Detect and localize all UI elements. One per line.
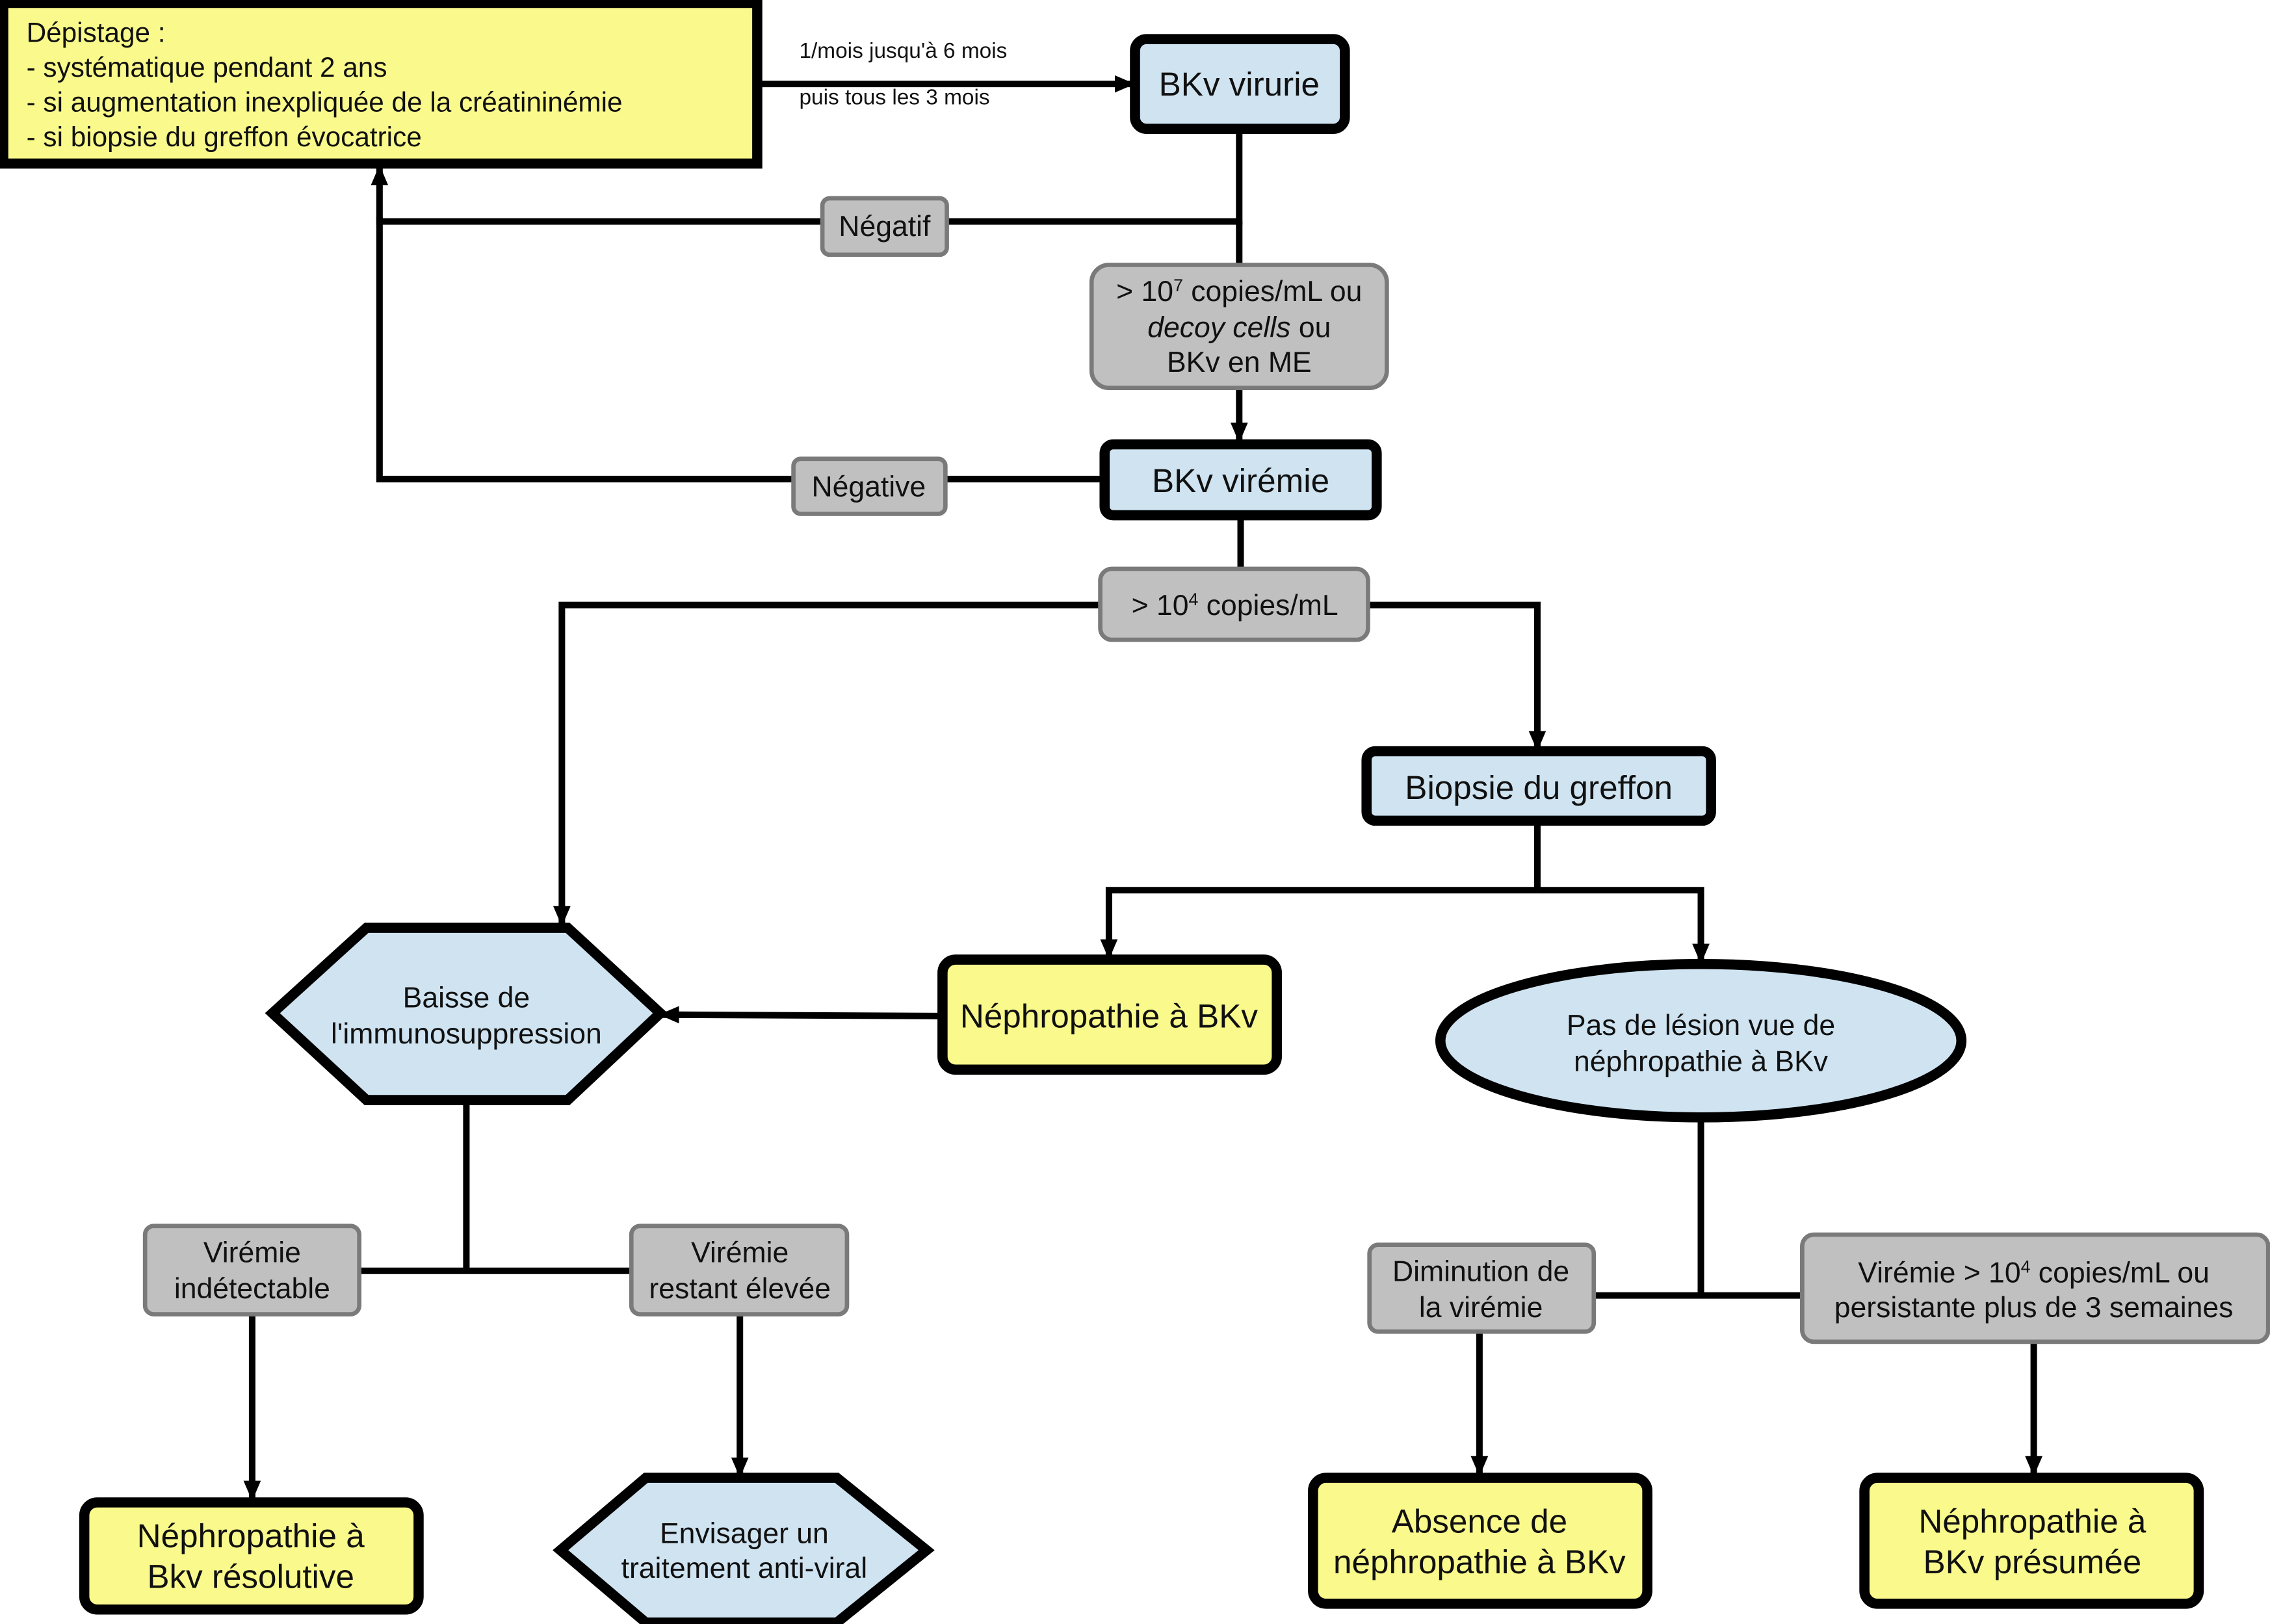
viruria-threshold-condition: > 107 copies/mL ou decoy cells ou BKv en… [1089,263,1389,391]
decrease-line-1: Diminution de [1392,1255,1569,1287]
undetectable-condition: Virémie indétectable [142,1224,361,1316]
biopsy-label: Biopsie du greffon [1405,769,1673,806]
negatif-condition-bg [820,196,949,257]
viruria-threshold-line-2: decoy cells ou [1147,312,1331,344]
undetectable-condition-bg [142,1224,361,1316]
viruria-threshold-decoy-cells: decoy cells [1147,312,1290,344]
negatif-label: Négatif [839,211,931,242]
immunosuppression-line-2: l'immunosuppression [331,1018,602,1050]
viruria-threshold-or: ou [1290,312,1331,344]
immunosuppression-line-1: Baisse de [403,982,530,1014]
viremia-threshold-exponent: 4 [1189,590,1199,609]
connectors [243,75,2042,1501]
high-viremia-line-2: restant élevée [649,1273,831,1305]
viremia-threshold-bg [1098,566,1370,642]
viruria-threshold-suffix: copies/mL ou [1183,276,1362,308]
persistent-viremia-suffix: copies/mL ou [2030,1257,2209,1289]
absence-line-2: néphropathie à BKv [1333,1543,1626,1580]
viruria-threshold-exponent: 7 [1173,276,1183,295]
resolved-line-1: Néphropathie à [137,1517,365,1554]
negative-condition: Négative [791,456,948,516]
immunosuppression-hexagon [265,923,668,1105]
presumed-line-2: BKv présumée [1923,1543,2141,1580]
presumed-line-1: Néphropathie à [1918,1503,2146,1540]
persistent-viremia-condition-bg [1800,1232,2270,1344]
undetectable-line-1: Virémie [203,1237,301,1268]
nephropathy-label: Néphropathie à BKv [960,998,1259,1035]
viruria-threshold-bg [1089,263,1389,391]
persistent-viremia-exponent: 4 [2021,1257,2031,1277]
presumed-outcome: Néphropathie à BKv présumée [1859,1473,2204,1609]
no-lesion-ellipse [1435,958,1967,1123]
arrow-biopsy-to-no-lesion [1537,887,1710,964]
persistent-viremia-line-1: Virémie > 104 copies/mL ou [1858,1257,2210,1289]
frequency-label-2: puis tous les 3 mois [799,85,989,109]
presumed-outcome-bg [1859,1473,2204,1609]
viruria-label: BKv virurie [1159,66,1320,103]
arrow-biopsy-to-nephropathy [1100,887,1537,960]
viremia-threshold-prefix: > 10 [1132,590,1189,622]
viremia-label: BKv virémie [1152,462,1329,499]
antiviral-line-1: Envisager un [660,1517,829,1549]
screening-box: Dépistage : - systématique pendant 2 ans… [0,0,763,169]
antiviral-hexagon [553,1473,935,1624]
viruria-node: BKv virurie [1130,34,1350,134]
arrow-viruria-negative-loop [371,129,1243,225]
frequency-label-1: 1/mois jusqu'à 6 mois [799,39,1007,63]
antiviral-node: Envisager un traitement anti-viral [553,1473,935,1624]
viruria-threshold-line-1: > 107 copies/mL ou [1116,276,1362,308]
high-viremia-line-1: Virémie [691,1237,789,1268]
viruria-threshold-line-3: BKv en ME [1167,347,1312,378]
resolved-line-2: Bkv résolutive [147,1558,354,1595]
negatif-condition: Négatif [820,196,949,257]
line-viremia-negative-loop [376,216,1104,482]
resolved-outcome-bg [79,1497,424,1615]
no-lesion-line-2: néphropathie à BKv [1574,1046,1829,1078]
screening-line-2: - si augmentation inexpliquée de la créa… [27,86,623,117]
decrease-line-2: la virémie [1419,1292,1543,1324]
decrease-condition-bg [1367,1242,1597,1334]
screening-line-3: - si biopsie du greffon évocatrice [27,122,422,152]
arrow-viremia-to-immuno [553,601,1241,926]
biopsy-node-bg [1361,746,1716,826]
negative-label: Négative [811,471,926,503]
screening-title: Dépistage : [27,18,166,48]
viremia-threshold-label: > 104 copies/mL [1132,590,1338,622]
nephropathy-node: Néphropathie à BKv [937,954,1282,1075]
persistent-viremia-line-2: persistante plus de 3 semaines [1834,1292,2234,1324]
absence-line-1: Absence de [1392,1503,1567,1540]
viruria-threshold-prefix: > 10 [1116,276,1173,308]
viremia-threshold-condition: > 104 copies/mL [1098,566,1370,642]
high-viremia-condition-bg [629,1224,850,1316]
no-lesion-line-1: Pas de lésion vue de [1567,1010,1835,1041]
absence-outcome-bg [1308,1473,1652,1609]
immunosuppression-node: Baisse de l'immunosuppression [265,923,668,1105]
screening-line-1: - systématique pendant 2 ans [27,52,387,83]
high-viremia-condition: Virémie restant élevée [629,1224,850,1316]
viremia-threshold-suffix: copies/mL [1198,590,1338,622]
biopsy-node: Biopsie du greffon [1361,746,1716,826]
no-lesion-node: Pas de lésion vue de néphropathie à BKv [1435,958,1967,1123]
viremia-node: BKv virémie [1099,439,1382,521]
negative-condition-bg [791,456,948,516]
undetectable-line-2: indétectable [174,1273,330,1305]
screening-box-bg [0,0,763,169]
viruria-node-bg [1130,34,1350,134]
persistent-viremia-prefix: Virémie > 10 [1858,1257,2020,1289]
viremia-node-bg [1099,439,1382,521]
nephropathy-node-bg [937,954,1282,1075]
arrow-nephropathy-to-immuno [659,1006,943,1024]
resolved-outcome: Néphropathie à Bkv résolutive [79,1497,424,1615]
antiviral-line-2: traitement anti-viral [621,1552,868,1584]
persistent-viremia-condition: Virémie > 104 copies/mL ou persistante p… [1800,1232,2270,1344]
absence-outcome: Absence de néphropathie à BKv [1308,1473,1652,1609]
decrease-condition: Diminution de la virémie [1367,1242,1597,1334]
